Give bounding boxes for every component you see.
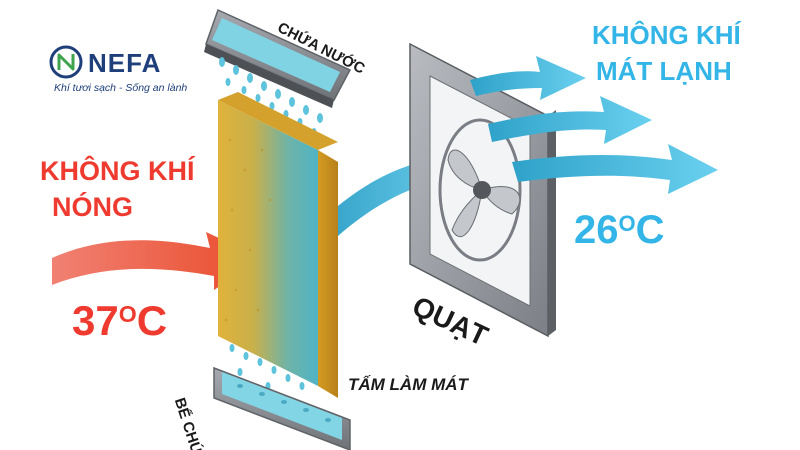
cool-air-label-line1: KHÔNG KHÍ xyxy=(592,20,741,50)
hot-temperature: 37OC xyxy=(72,297,168,344)
top-water-tray xyxy=(204,8,352,108)
cool-temperature: 26OC xyxy=(574,208,665,252)
airflow-arrow-icon xyxy=(470,56,586,100)
cooling-pad-label: TẤM LÀM MÁT xyxy=(348,375,468,394)
hot-air-label-line1: KHÔNG KHÍ xyxy=(40,156,195,186)
airflow-arrow-icon xyxy=(512,144,718,194)
cool-air-arrows xyxy=(470,56,718,194)
cooling-pad xyxy=(218,92,338,398)
nefa-logo: NEFA Khí tươi sạch - Sống an lành xyxy=(48,44,198,100)
brand-tagline: Khí tươi sạch - Sống an lành xyxy=(54,82,188,94)
cool-air-label-line2: MÁT LẠNH xyxy=(596,56,732,86)
hot-air-arrow xyxy=(52,232,262,290)
brand-name: NEFA xyxy=(88,48,162,78)
bottom-water-tray xyxy=(213,366,351,450)
nefa-logo-icon xyxy=(49,45,83,79)
water-drop-icon xyxy=(229,344,305,390)
airflow-arrow-icon xyxy=(488,96,652,144)
fan-blade-icon xyxy=(447,149,521,237)
hot-air-label-line2: NÓNG xyxy=(52,192,133,222)
water-drop-icon xyxy=(219,57,329,146)
